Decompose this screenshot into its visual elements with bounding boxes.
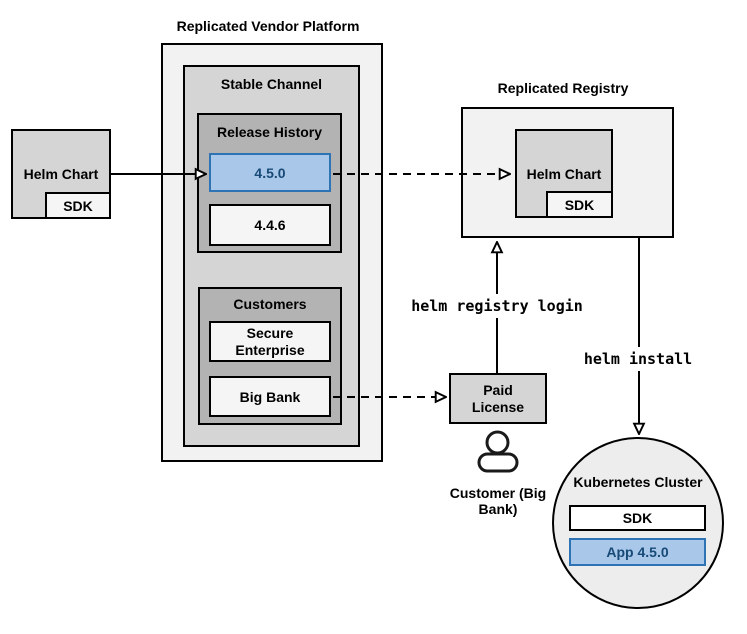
kubernetes-cluster-title: Kubernetes Cluster	[573, 474, 703, 490]
registry-helm-chart-label: Helm Chart	[526, 165, 602, 182]
release-item-450: 4.5.0	[209, 153, 331, 192]
release-446-version: 4.4.6	[254, 217, 286, 233]
customer-big-bank-box: Big Bank	[209, 376, 331, 417]
cluster-sdk-box: SDK	[569, 505, 706, 531]
registry-title: Replicated Registry	[497, 80, 629, 96]
helm-chart-source-sdk-box: SDK	[45, 192, 111, 219]
customers-label: Customers	[233, 296, 307, 312]
customer-caption: Customer (Big Bank)	[449, 485, 547, 517]
release-history-label: Release History	[216, 124, 323, 140]
release-450-version: 4.5.0	[254, 164, 286, 181]
cluster-app-label: App 4.5.0	[606, 544, 669, 560]
person-icon	[477, 430, 519, 473]
paid-license-box: Paid License	[449, 373, 547, 424]
helm-chart-source-label: Helm Chart	[23, 166, 99, 182]
customer-secure-enterprise-box: Secure Enterprise	[209, 321, 331, 362]
stable-channel-label: Stable Channel	[220, 76, 323, 92]
paid-license-label: Paid License	[471, 381, 525, 415]
secure-enterprise-label: Secure Enterprise	[235, 324, 305, 358]
vendor-platform-title: Replicated Vendor Platform	[176, 18, 360, 34]
release-item-446: 4.4.6	[209, 204, 331, 246]
helm-registry-login-label: helm registry login	[405, 294, 589, 318]
helm-install-label: helm install	[577, 347, 699, 371]
cluster-app-box: App 4.5.0	[569, 538, 706, 566]
helm-chart-source-sdk-label: SDK	[63, 197, 93, 214]
cluster-sdk-label: SDK	[622, 510, 653, 526]
registry-sdk-box: SDK	[546, 191, 613, 218]
big-bank-label: Big Bank	[239, 388, 301, 405]
registry-sdk-label: SDK	[564, 196, 595, 213]
